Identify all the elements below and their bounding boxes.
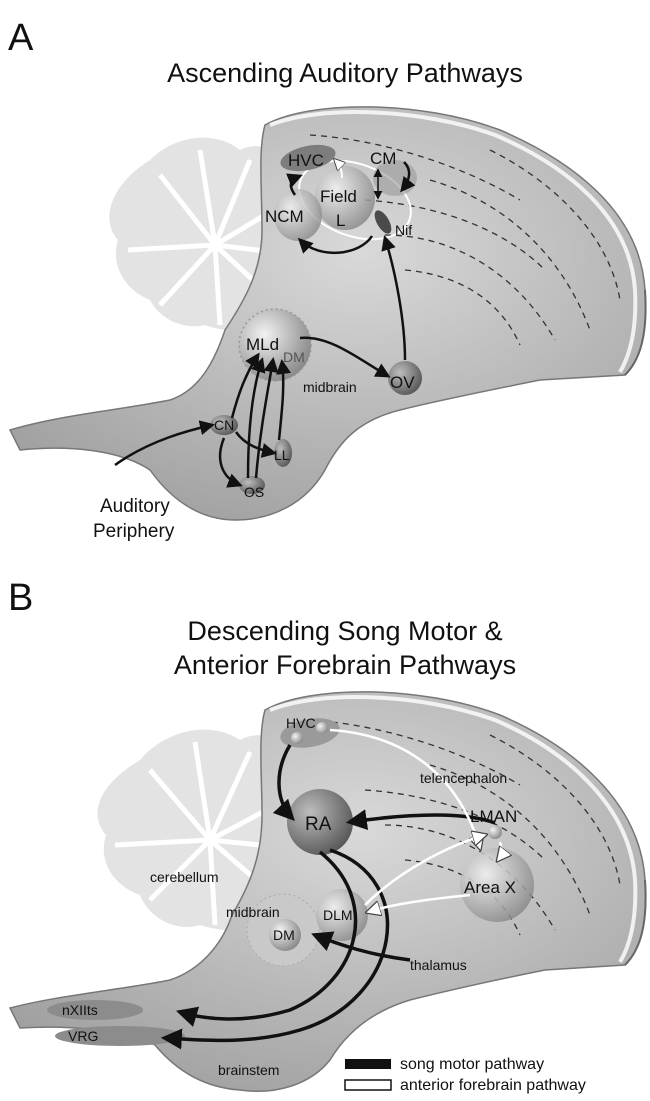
panel-b: B Descending Song Motor & Anterior Foreb… <box>8 577 646 1094</box>
panel-b-title-line1: Descending Song Motor & <box>187 616 502 646</box>
label-cerebellum: cerebellum <box>150 869 218 885</box>
label-nif: Nif <box>395 222 412 238</box>
panel-a-title: Ascending Auditory Pathways <box>167 58 523 88</box>
label-nxiits: nXIIts <box>62 1002 98 1018</box>
label-hvc-a: HVC <box>288 151 324 170</box>
label-hvc-b: HVC <box>286 715 316 731</box>
label-brainstem: brainstem <box>218 1062 279 1078</box>
label-ncm: NCM <box>265 207 304 226</box>
label-midbrain-a: midbrain <box>303 379 357 395</box>
label-midbrain-b: midbrain <box>226 904 280 920</box>
label-os: OS <box>244 484 264 500</box>
label-ll: LL <box>274 447 290 463</box>
legend-anterior-forebrain: anterior forebrain pathway <box>400 1077 586 1094</box>
brain-body-a <box>10 107 646 520</box>
label-dm-b: DM <box>273 927 295 943</box>
label-ov: OV <box>390 373 415 392</box>
legend: song motor pathway anterior forebrain pa… <box>345 1056 586 1094</box>
label-field-l: L <box>336 211 345 230</box>
label-dm-a: DM <box>283 349 305 365</box>
panel-a: A Ascending Auditory Pathways <box>8 17 646 542</box>
panel-b-title-line2: Anterior Forebrain Pathways <box>174 650 516 680</box>
label-mld: MLd <box>246 335 279 354</box>
label-ra: RA <box>305 814 332 835</box>
label-vrg: VRG <box>68 1028 98 1044</box>
legend-swatch-anterior-forebrain <box>345 1080 391 1090</box>
label-thalamus: thalamus <box>410 957 467 973</box>
legend-swatch-song-motor <box>345 1059 391 1069</box>
label-cm: CM <box>370 149 396 168</box>
label-cn: CN <box>214 417 234 433</box>
label-area-x: Area X <box>464 878 516 897</box>
panel-b-letter: B <box>8 577 33 619</box>
legend-song-motor: song motor pathway <box>400 1056 544 1073</box>
label-lman: LMAN <box>470 807 517 826</box>
panel-a-letter: A <box>8 17 34 59</box>
label-dlm: DLM <box>323 907 353 923</box>
label-telencephalon: telencephalon <box>420 770 507 786</box>
label-periphery-1: Auditory <box>100 496 170 517</box>
label-field: Field <box>320 187 357 206</box>
label-periphery-2: Periphery <box>93 521 175 542</box>
